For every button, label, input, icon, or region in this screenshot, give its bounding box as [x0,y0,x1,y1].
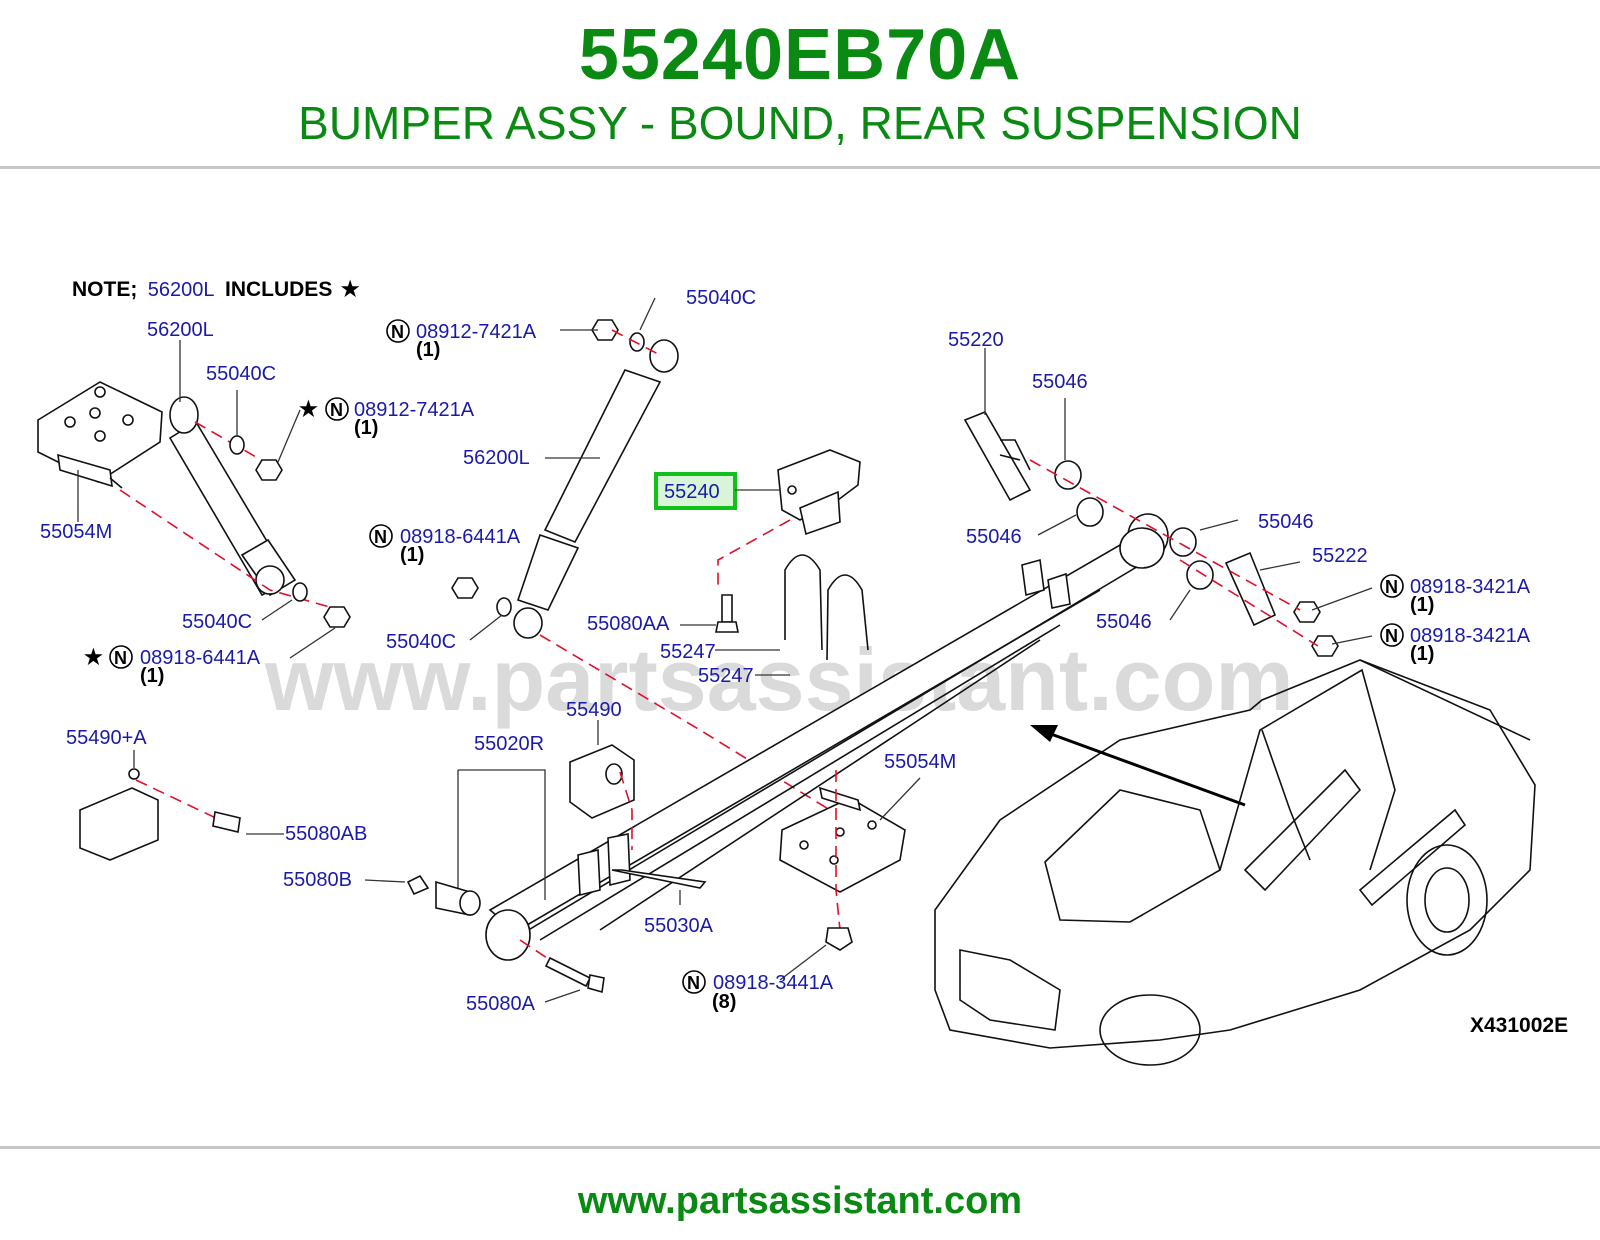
callout-08918-3421a-bottom-no[interactable]: 08918-3421A [1410,625,1531,647]
qty-08918-3421a-top: (1) [1410,594,1434,616]
note-line: NOTE; 56200L INCLUDES ★ [72,278,360,301]
note-suffix: INCLUDES [225,278,332,301]
callout-55046-right[interactable]: 55046 [1258,511,1314,533]
callout-08918-6441a-left[interactable]: 08918-6441A [140,647,261,669]
shackle-bracket-drawing [963,410,1032,502]
n-badge-icon: N [391,322,404,342]
callout-55080ab[interactable]: 55080AB [285,823,367,845]
callout-55020r[interactable]: 55020R [474,733,544,755]
callout-55490-plus-a[interactable]: 55490+A [66,727,147,749]
page-header: 55240EB70A BUMPER ASSY - BOUND, REAR SUS… [0,0,1600,170]
callout-55220[interactable]: 55220 [948,329,1004,351]
watermark: www.partsassistant.com [264,630,1294,729]
center-shock-group [451,319,831,811]
callout-08912-7421a-center[interactable]: 08912-7421A [416,321,537,343]
n-badge-icon: N [1385,577,1398,597]
n-badge-icon: N [330,400,343,420]
shock-mount-bracket-drawing [37,381,163,483]
callout-55040c-left-top[interactable]: 55040C [206,363,276,385]
star-icon: ★ [84,646,103,669]
star-icon: ★ [299,398,318,421]
qty-08918-6441a-center: (1) [400,544,424,566]
stopper-bracket-drawing [79,787,159,861]
callout-55222[interactable]: 55222 [1312,545,1368,567]
callout-55080b[interactable]: 55080B [283,869,352,891]
center-shock-upper-drawing [543,369,662,544]
callout-55040c-left-bottom[interactable]: 55040C [182,611,252,633]
bound-bumper-group [717,449,861,590]
left-shock-group [37,381,351,628]
note-prefix: NOTE; [72,278,137,301]
spring-seat-plate-drawing [779,797,906,893]
callout-56200l-center[interactable]: 56200L [463,447,530,469]
callout-55054m-left[interactable]: 55054M [40,521,112,543]
callout-55054m-center[interactable]: 55054M [884,751,956,773]
callout-55040c-center-bottom[interactable]: 55040C [386,631,456,653]
footer-website-link[interactable]: www.partsassistant.com [577,1180,1023,1222]
callout-08918-6441a-center[interactable]: 08918-6441A [400,526,521,548]
parts-diagram: www.partsassistant.com NOTE; 56200L INCL… [37,278,1568,1066]
qty-08918-3441a: (8) [712,991,736,1013]
callout-55247-a[interactable]: 55247 [660,641,716,663]
callout-55247-b[interactable]: 55247 [698,665,754,687]
diagram-code: X431002E [1470,1014,1568,1037]
qty-08918-6441a-left: (1) [140,665,164,687]
note-part-link[interactable]: 56200L [148,279,215,301]
n-badge-icon: N [114,648,127,668]
callout-08918-3421a-top[interactable]: 08918-3421A [1410,576,1531,598]
callout-55080aa[interactable]: 55080AA [587,613,670,635]
callout-55080a[interactable]: 55080A [466,993,536,1015]
highlighted-part-box [654,472,737,510]
callout-55046-bottom[interactable]: 55046 [1096,611,1152,633]
rubber-stopper-drawing [569,744,635,819]
callout-55240-highlighted[interactable]: 55240 [664,481,720,503]
callout-08918-3441a[interactable]: 08918-3441A [713,972,834,994]
part-description: BUMPER ASSY - BOUND, REAR SUSPENSION [298,97,1302,149]
callout-55046-top[interactable]: 55046 [1032,371,1088,393]
callout-08912-7421a-left[interactable]: 08912-7421A [354,399,475,421]
qty-08912-7421a-center: (1) [416,339,440,361]
star-icon: ★ [341,278,360,301]
callout-55030a[interactable]: 55030A [644,915,714,937]
callout-55490[interactable]: 55490 [566,699,622,721]
qty-08918-3421a-bottom: (1) [1410,643,1434,665]
bound-bumper-drawing [777,449,861,521]
n-badge-icon: N [374,527,387,547]
callout-56200l-left[interactable]: 56200L [147,319,214,341]
part-number-title: 55240EB70A [578,15,1022,95]
callout-55040c-center-top[interactable]: 55040C [686,287,756,309]
vehicle-locator-drawing [934,659,1536,1066]
shackle-plate-drawing [1224,551,1277,627]
header-divider [0,166,1600,169]
leaf-spring-group [485,527,1165,961]
n-badge-icon: N [1385,626,1398,646]
n-badge-icon: N [687,973,700,993]
footer-divider [0,1146,1600,1149]
qty-08912-7421a-left: (1) [354,417,378,439]
callout-55046-left[interactable]: 55046 [966,526,1022,548]
